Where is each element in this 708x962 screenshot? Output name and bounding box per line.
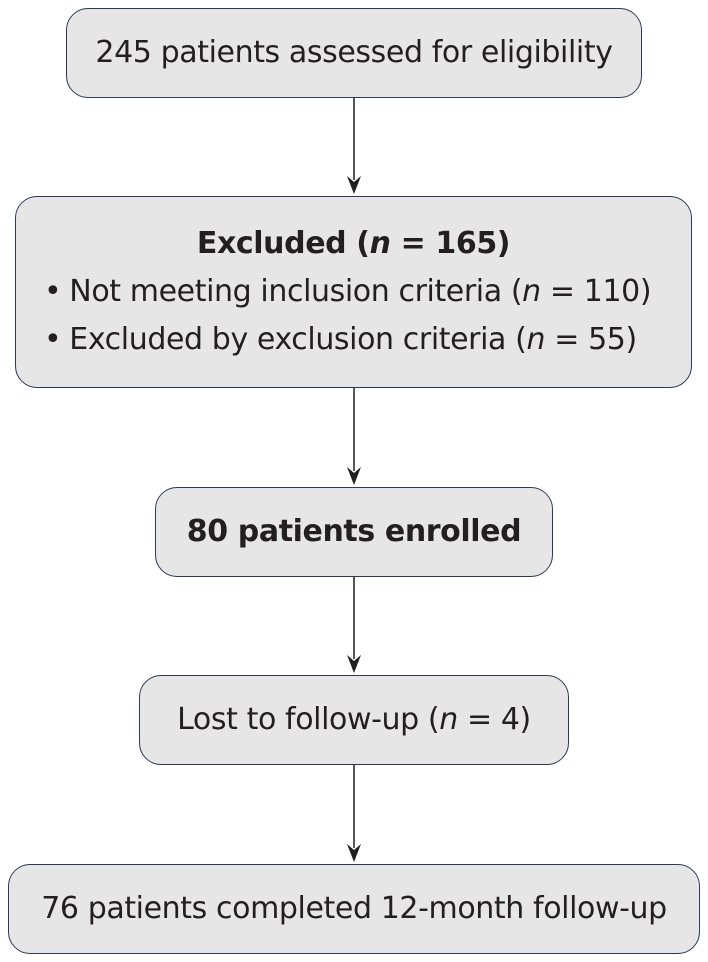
- completed-box: 76 patients completed 12-month follow-up: [8, 864, 700, 954]
- excluded-title-prefix: Excluded (: [196, 226, 370, 261]
- arrow-3: [347, 577, 361, 673]
- lost-box: Lost to follow-up (n = 4): [139, 675, 569, 765]
- excluded-item: • Excluded by exclusion criteria (n = 55…: [44, 322, 651, 358]
- enrolled-text: 80 patients enrolled: [186, 514, 522, 549]
- arrow-4: [347, 765, 361, 862]
- excluded-item-n: n: [522, 274, 541, 309]
- lost-prefix: Lost to follow-up (: [177, 702, 440, 737]
- assessed-text: 245 patients assessed for eligibility: [95, 35, 613, 70]
- excluded-list: • Not meeting inclusion criteria (n = 11…: [44, 262, 652, 358]
- arrow-2: [347, 388, 361, 485]
- excluded-box: Excluded (n = 165) • Not meeting inclusi…: [15, 196, 692, 388]
- lost-text: Lost to follow-up (n = 4): [177, 702, 531, 738]
- excluded-title-n: n: [369, 226, 391, 261]
- excluded-item-suffix: = 55): [545, 322, 637, 357]
- lost-n: n: [439, 702, 458, 737]
- excluded-item-n: n: [526, 322, 546, 357]
- completed-text: 76 patients completed 12-month follow-up: [41, 891, 667, 926]
- enrolled-box: 80 patients enrolled: [155, 487, 553, 577]
- excluded-item: • Not meeting inclusion criteria (n = 11…: [44, 274, 652, 310]
- excluded-item-prefix: Not meeting inclusion criteria (: [69, 274, 523, 309]
- excluded-title-suffix: = 165): [390, 226, 511, 261]
- assessed-box: 245 patients assessed for eligibility: [66, 8, 642, 98]
- excluded-title: Excluded (n = 165): [196, 226, 511, 262]
- bullet-icon: •: [44, 322, 62, 357]
- excluded-item-prefix: Excluded by exclusion criteria (: [69, 322, 527, 357]
- bullet-icon: •: [44, 274, 62, 309]
- lost-suffix: = 4): [457, 702, 531, 737]
- arrow-1: [347, 98, 361, 194]
- excluded-item-suffix: = 110): [540, 274, 652, 309]
